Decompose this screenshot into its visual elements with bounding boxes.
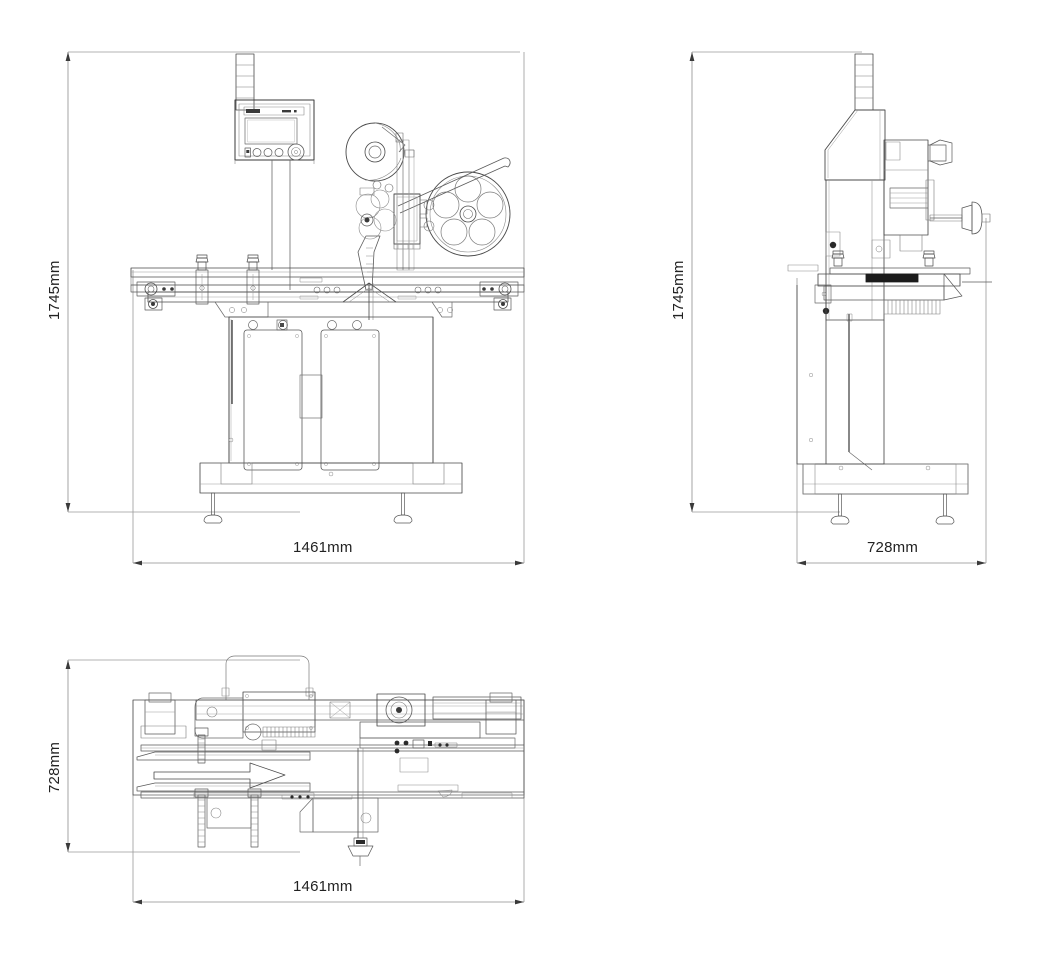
- dimension-label-side-depth: 728mm: [867, 539, 919, 556]
- guide-rails-plan: [136, 751, 311, 792]
- hmi-support-post: [271, 160, 291, 290]
- front-view-group: [65, 51, 525, 566]
- dimension-label-side-height: 1745mm: [670, 260, 687, 320]
- dimension-label-top-depth: 728mm: [46, 741, 63, 793]
- guide-rail-adjuster-knobs: [195, 254, 260, 305]
- dimension-label-front-width: 1461mm: [293, 539, 353, 556]
- height-adjust-handwheel: [929, 201, 991, 235]
- signal-tower-light-front: [235, 53, 255, 111]
- dimension-front-height: [65, 51, 520, 513]
- dimension-side-depth: [796, 218, 987, 566]
- linear-rail-plan: [195, 699, 525, 721]
- dimension-front-width: [132, 52, 525, 566]
- label-rewind-reel: [345, 122, 406, 182]
- dimension-label-front-height: 1745mm: [46, 260, 63, 320]
- base-frame-side: [802, 463, 969, 495]
- conveyor-rail-assembly: [130, 254, 525, 320]
- side-machine-outline: [787, 53, 992, 525]
- vertical-column: [825, 179, 885, 321]
- dimension-label-top-width: 1461mm: [293, 878, 353, 895]
- side-view-group: [689, 51, 992, 566]
- leveling-foot-left: [203, 492, 223, 524]
- leveling-foot-right: [393, 492, 413, 524]
- hmi-mount-bracket: [824, 109, 886, 181]
- label-unwind-reel: [425, 171, 511, 257]
- hmi-control-panel: [234, 99, 315, 164]
- belt-fittings-plan: [281, 757, 513, 800]
- base-frame: [199, 462, 463, 494]
- hmi-arm-plan: [221, 655, 314, 700]
- machine-cabinet-body: [228, 316, 434, 471]
- conveyor-belt-plan: [140, 744, 525, 799]
- front-machine-outline: [130, 53, 525, 524]
- drive-motor-housing: [194, 691, 316, 751]
- conveyor-roller-left: [136, 281, 176, 311]
- dimension-side-height: [689, 51, 862, 513]
- center-drop-shaft-plan: [347, 748, 374, 866]
- conveyor-section-side: [787, 250, 992, 315]
- applicator-head-assembly: [871, 139, 953, 259]
- lower-housing-plan: [193, 792, 379, 833]
- end-roller-housings-plan: [140, 692, 517, 739]
- leveling-foot-side-left: [830, 493, 850, 525]
- dimension-top-depth: [65, 659, 300, 853]
- conveyor-roller-right: [479, 281, 519, 311]
- top-view-group: [65, 655, 525, 905]
- leveling-foot-side-right: [935, 493, 955, 525]
- applicator-head-plan: [359, 693, 516, 754]
- product-flow-arrow: [153, 762, 286, 789]
- dimension-top-width: [132, 700, 525, 905]
- cabinet-side-panel: [796, 285, 885, 471]
- top-machine-outline: [132, 655, 525, 866]
- label-applicator-head: [355, 132, 435, 291]
- label-reel-plan: [432, 696, 522, 720]
- signal-tower-light-side: [854, 53, 874, 111]
- web-tension-arm: [397, 157, 511, 214]
